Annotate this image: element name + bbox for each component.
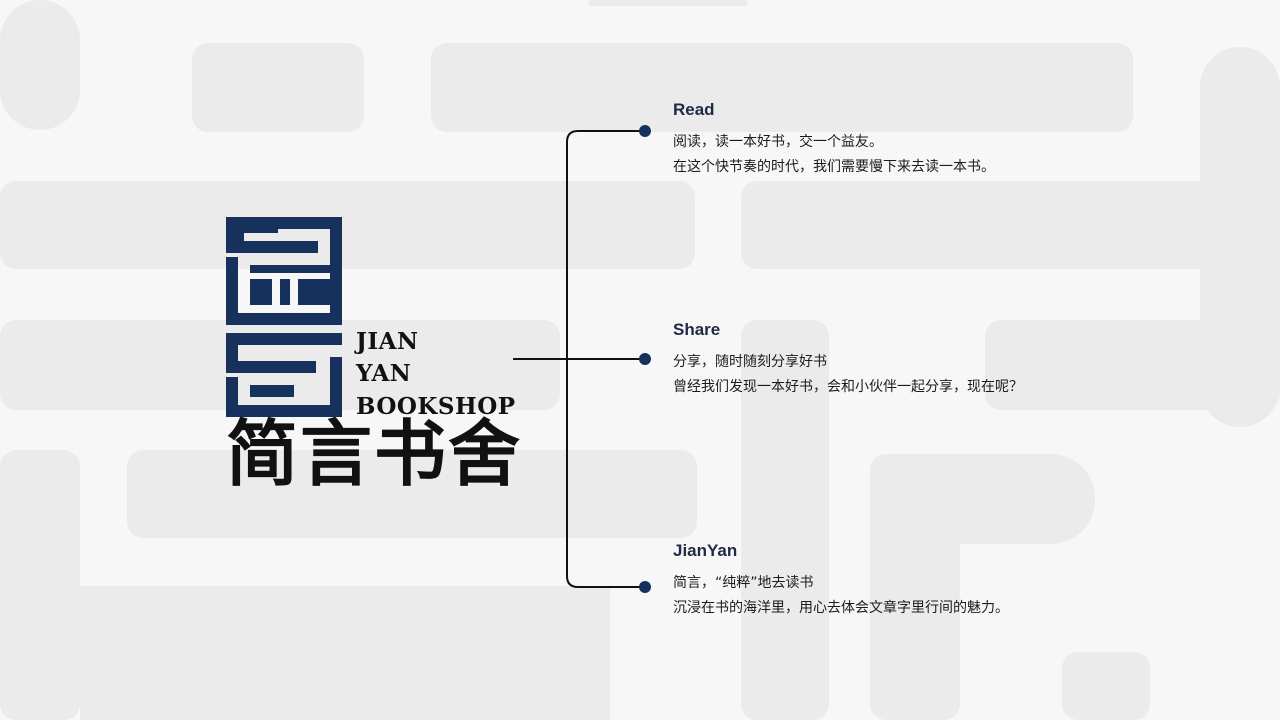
watermark-shape xyxy=(0,0,80,130)
brand-english-line: BOOKSHOP xyxy=(356,393,516,420)
watermark-shape xyxy=(0,450,80,720)
node-title: Read xyxy=(673,100,715,119)
node-text-line: 阅读，读一本好书，交一个益友。 xyxy=(673,134,883,150)
watermark-shape xyxy=(741,181,1280,269)
watermark-shape xyxy=(741,320,829,720)
node-text-line: 在这个快节奏的时代，我们需要慢下来去读一本书。 xyxy=(673,159,995,175)
watermark-shape xyxy=(127,450,697,538)
connector-bracket-line xyxy=(566,130,645,588)
watermark-shape xyxy=(870,454,960,720)
jianyan-logo-icon xyxy=(226,217,342,417)
node-dot-share xyxy=(639,353,651,365)
node-read: Read 阅读，读一本好书，交一个益友。 在这个快节奏的时代，我们需要慢下来去读… xyxy=(673,100,995,180)
node-text-line: 简言，“纯粹”地去读书 xyxy=(673,575,814,591)
brand-chinese-name: 简言书舍 xyxy=(226,411,523,496)
node-title: Share xyxy=(673,320,721,339)
watermark-shape xyxy=(0,181,695,269)
node-dot-jianyan xyxy=(639,581,651,593)
node-text-line: 曾经我们发现一本好书，会和小伙伴一起分享，现在呢？ xyxy=(673,379,1023,395)
brand-english-line: JIAN xyxy=(356,328,419,355)
node-dot-read xyxy=(639,125,651,137)
brand-english-line: YAN xyxy=(356,360,412,387)
watermark-shape xyxy=(80,586,610,720)
node-jianyan: JianYan 简言，“纯粹”地去读书 沉浸在书的海洋里，用心去体会文章字里行间… xyxy=(673,541,1009,621)
watermark-shape xyxy=(588,0,748,6)
watermark-shape xyxy=(192,43,364,132)
node-share: Share 分享，随时随刻分享好书 曾经我们发现一本好书，会和小伙伴一起分享，现… xyxy=(673,320,1023,400)
watermark-shape xyxy=(431,43,1133,132)
node-text-line: 分享，随时随刻分享好书 xyxy=(673,354,827,370)
watermark-shape xyxy=(985,320,1280,410)
node-title: JianYan xyxy=(673,541,738,560)
watermark-shape xyxy=(1062,652,1150,720)
node-text-line: 沉浸在书的海洋里，用心去体会文章字里行间的魅力。 xyxy=(673,600,1009,616)
